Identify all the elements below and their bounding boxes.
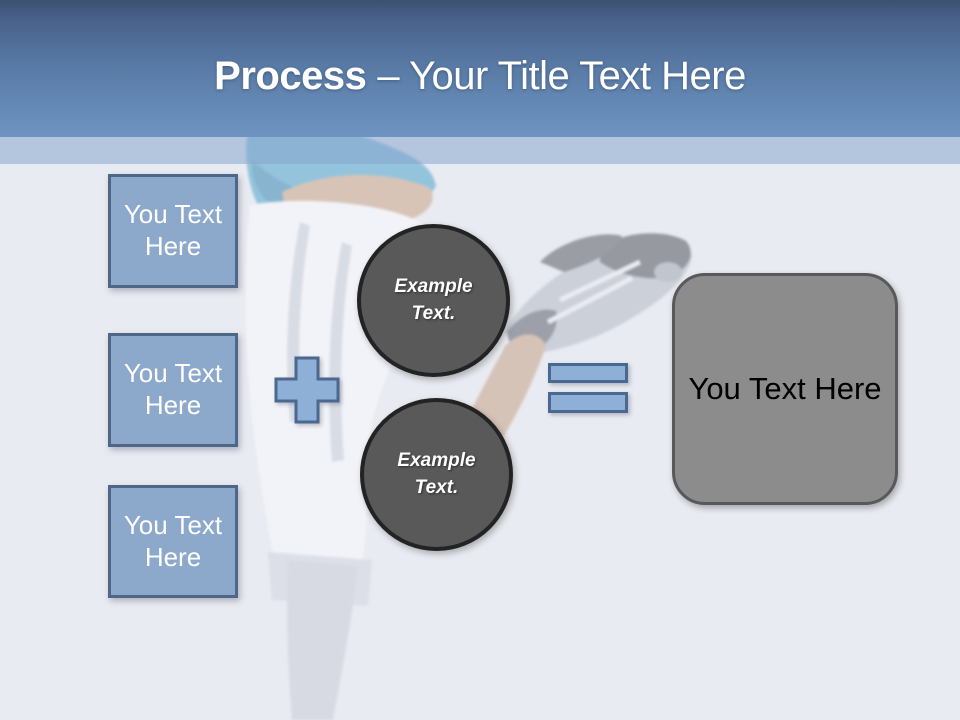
photo-shoe-lace-shape	[546, 259, 642, 325]
equals-bar-bottom	[548, 392, 628, 413]
slide-title[interactable]: Process– Your Title Text Here	[214, 38, 746, 99]
title-rest: – Your Title Text Here	[377, 54, 746, 98]
text-placeholder-label: You Text Here	[123, 509, 223, 572]
equals-bar-top	[548, 363, 628, 383]
photo-shoe-collar-shape	[540, 234, 622, 272]
text-placeholder-label: You Text Here	[123, 358, 223, 420]
text-placeholder-box-3[interactable]: You Text Here	[108, 485, 238, 598]
photo-glove-shape	[654, 262, 682, 282]
title-bar: Process– Your Title Text Here	[0, 0, 960, 137]
title-emphasis: Process	[214, 54, 367, 98]
plus-icon	[273, 355, 341, 430]
result-box[interactable]: You Text Here	[672, 273, 898, 505]
text-placeholder-label: You Text Here	[123, 199, 223, 261]
text-placeholder-box-2[interactable]: You Text Here	[108, 333, 238, 447]
accent-strip	[0, 137, 960, 164]
photo-leg-shape	[287, 560, 358, 720]
example-circle-2[interactable]: Example Text.	[360, 398, 513, 551]
text-placeholder-box-1[interactable]: You Text Here	[108, 174, 238, 288]
result-box-label: You Text Here	[688, 371, 882, 406]
example-circle-label: Example Text.	[397, 449, 476, 498]
example-circle-label: Example Text.	[394, 275, 473, 324]
example-circle-1[interactable]: Example Text.	[357, 224, 510, 377]
equals-icon	[548, 363, 628, 413]
